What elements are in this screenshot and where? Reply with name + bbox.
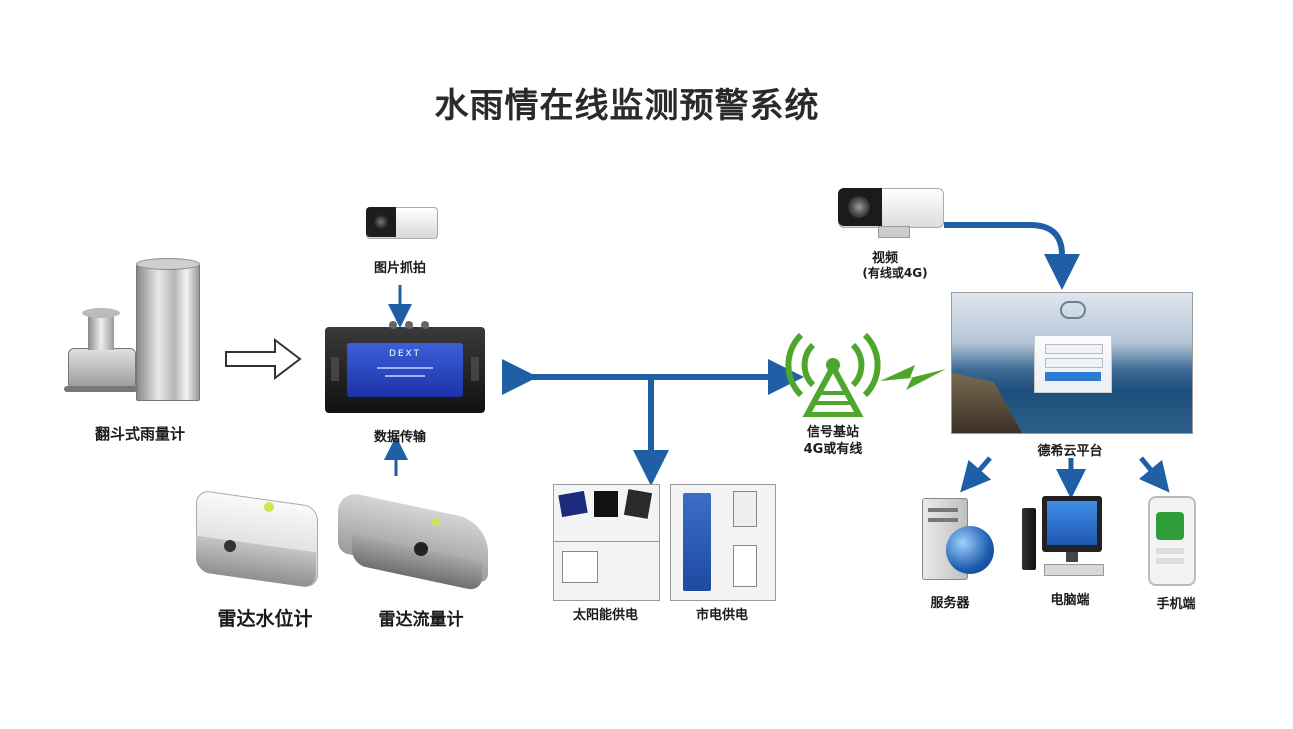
radar-level-label: 雷达水位计 (217, 608, 313, 630)
signal-tower-icon (785, 327, 881, 418)
mains-power-label: 市电供电 (695, 608, 748, 623)
base-station-label: 信号基站 (806, 425, 859, 440)
pc-label: 电脑端 (1050, 593, 1090, 608)
wireless-bolt (880, 365, 946, 390)
cloud-logo-icon (1060, 301, 1086, 319)
arrow-video-to-platform (944, 222, 1080, 290)
arrow-to-server (960, 456, 992, 493)
desktop-computer-icon (1022, 494, 1104, 582)
bullet-camera-icon (838, 184, 944, 240)
solar-power-label: 太阳能供电 (572, 608, 638, 623)
cloud-platform-label: 德希云平台 (1037, 444, 1103, 459)
signal-tower-graphic (785, 332, 881, 418)
arrow-to-phone (1138, 456, 1170, 493)
camera-icon (366, 205, 438, 241)
tipping-bucket-rain-gauge (60, 256, 210, 406)
video-label: 视频 (871, 251, 898, 266)
radar-level-sensor (196, 484, 322, 589)
cloud-platform-screen (951, 292, 1193, 434)
server-label: 服务器 (930, 596, 970, 611)
rain-gauge-label: 翻斗式雨量计 (94, 425, 185, 443)
dtu-label: 数据传输 (373, 430, 426, 445)
camera-small-label: 图片抓拍 (373, 261, 426, 276)
phone-label: 手机端 (1156, 597, 1196, 612)
outline-arrow (225, 337, 302, 381)
server-globe-icon (918, 494, 998, 586)
rain-gauge-group (60, 256, 210, 406)
base-station-sublabel: 4G或有线 (803, 442, 863, 457)
dtu-front-panel: DEXT (347, 343, 463, 397)
dtu-device: DEXT (325, 321, 485, 413)
page-title: 水雨情在线监测预警系统 (434, 86, 820, 126)
radar-flow-sensor (332, 490, 492, 592)
video-sublabel: (有线或4G) (862, 266, 928, 280)
power-supply-breaker (670, 484, 776, 601)
mobile-phone-icon (1146, 494, 1196, 586)
login-panel (1034, 335, 1112, 393)
dtu-brand: DEXT (388, 349, 422, 359)
radar-flow-label: 雷达流量计 (378, 610, 464, 630)
solar-panel-battery (553, 484, 660, 601)
